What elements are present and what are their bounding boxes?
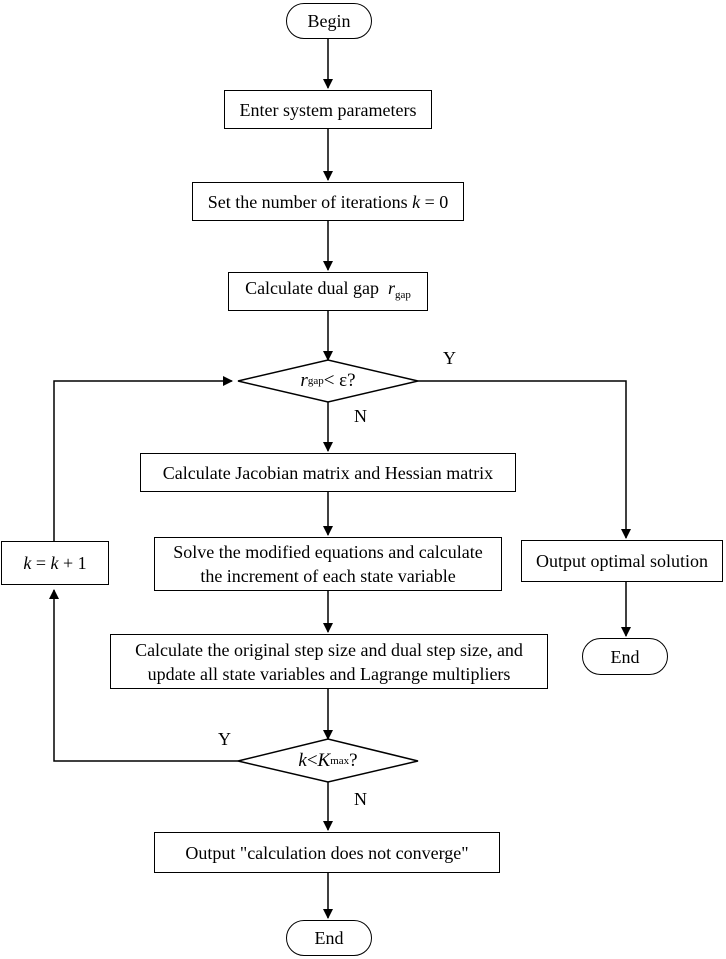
end-terminal-bottom: End (286, 920, 372, 956)
end-terminal-right: End (582, 638, 668, 675)
step-size-label: Calculate the original step size and dua… (135, 639, 523, 684)
jacobian-hessian-box: Calculate Jacobian matrix and Hessian ma… (140, 453, 516, 492)
arrow-increment-to-decision1 (53, 376, 233, 541)
arrow-decision1-yes-to-optimal (418, 380, 631, 539)
enter-parameters-label: Enter system parameters (239, 99, 417, 120)
decision-iter-shape (237, 738, 419, 783)
calculate-dual-gap-box: Calculate dual gap rgap (228, 272, 428, 311)
step-size-box: Calculate the original step size and dua… (110, 634, 548, 689)
optimal-solution-box: Output optimal solution (521, 540, 723, 582)
set-iterations-label: Set the number of iterations k = 0 (207, 191, 449, 212)
increment-k-label: k = k + 1 (23, 553, 87, 573)
optimal-solution-label: Output optimal solution (535, 551, 708, 571)
begin-terminal: Begin (286, 3, 372, 39)
no-converge-label: Output "calculation does not converge" (185, 842, 469, 863)
arrow-decision2-yes-to-increment (49, 589, 238, 762)
solve-equations-label: Solve the modified equations and calcula… (173, 542, 483, 586)
solve-equations-box: Solve the modified equations and calcula… (154, 537, 502, 591)
begin-label: Begin (307, 11, 351, 31)
jacobian-hessian-label: Calculate Jacobian matrix and Hessian ma… (162, 462, 494, 483)
decision-iter-no-label: N (354, 789, 367, 809)
end-bottom-label: End (314, 928, 344, 948)
calculate-dual-gap-label: Calculate dual gap rgap (245, 278, 411, 301)
decision-gap-no-label: N (354, 406, 367, 426)
decision-gap-yes-label: Y (443, 348, 456, 368)
decision-iter-yes-label: Y (218, 729, 231, 749)
no-converge-box: Output "calculation does not converge" (154, 832, 500, 873)
end-right-label: End (610, 646, 640, 667)
set-iterations-box: Set the number of iterations k = 0 (192, 182, 464, 221)
decision-gap-shape (237, 359, 419, 403)
enter-parameters-box: Enter system parameters (224, 90, 432, 129)
increment-k-box: k = k + 1 (1, 541, 109, 585)
